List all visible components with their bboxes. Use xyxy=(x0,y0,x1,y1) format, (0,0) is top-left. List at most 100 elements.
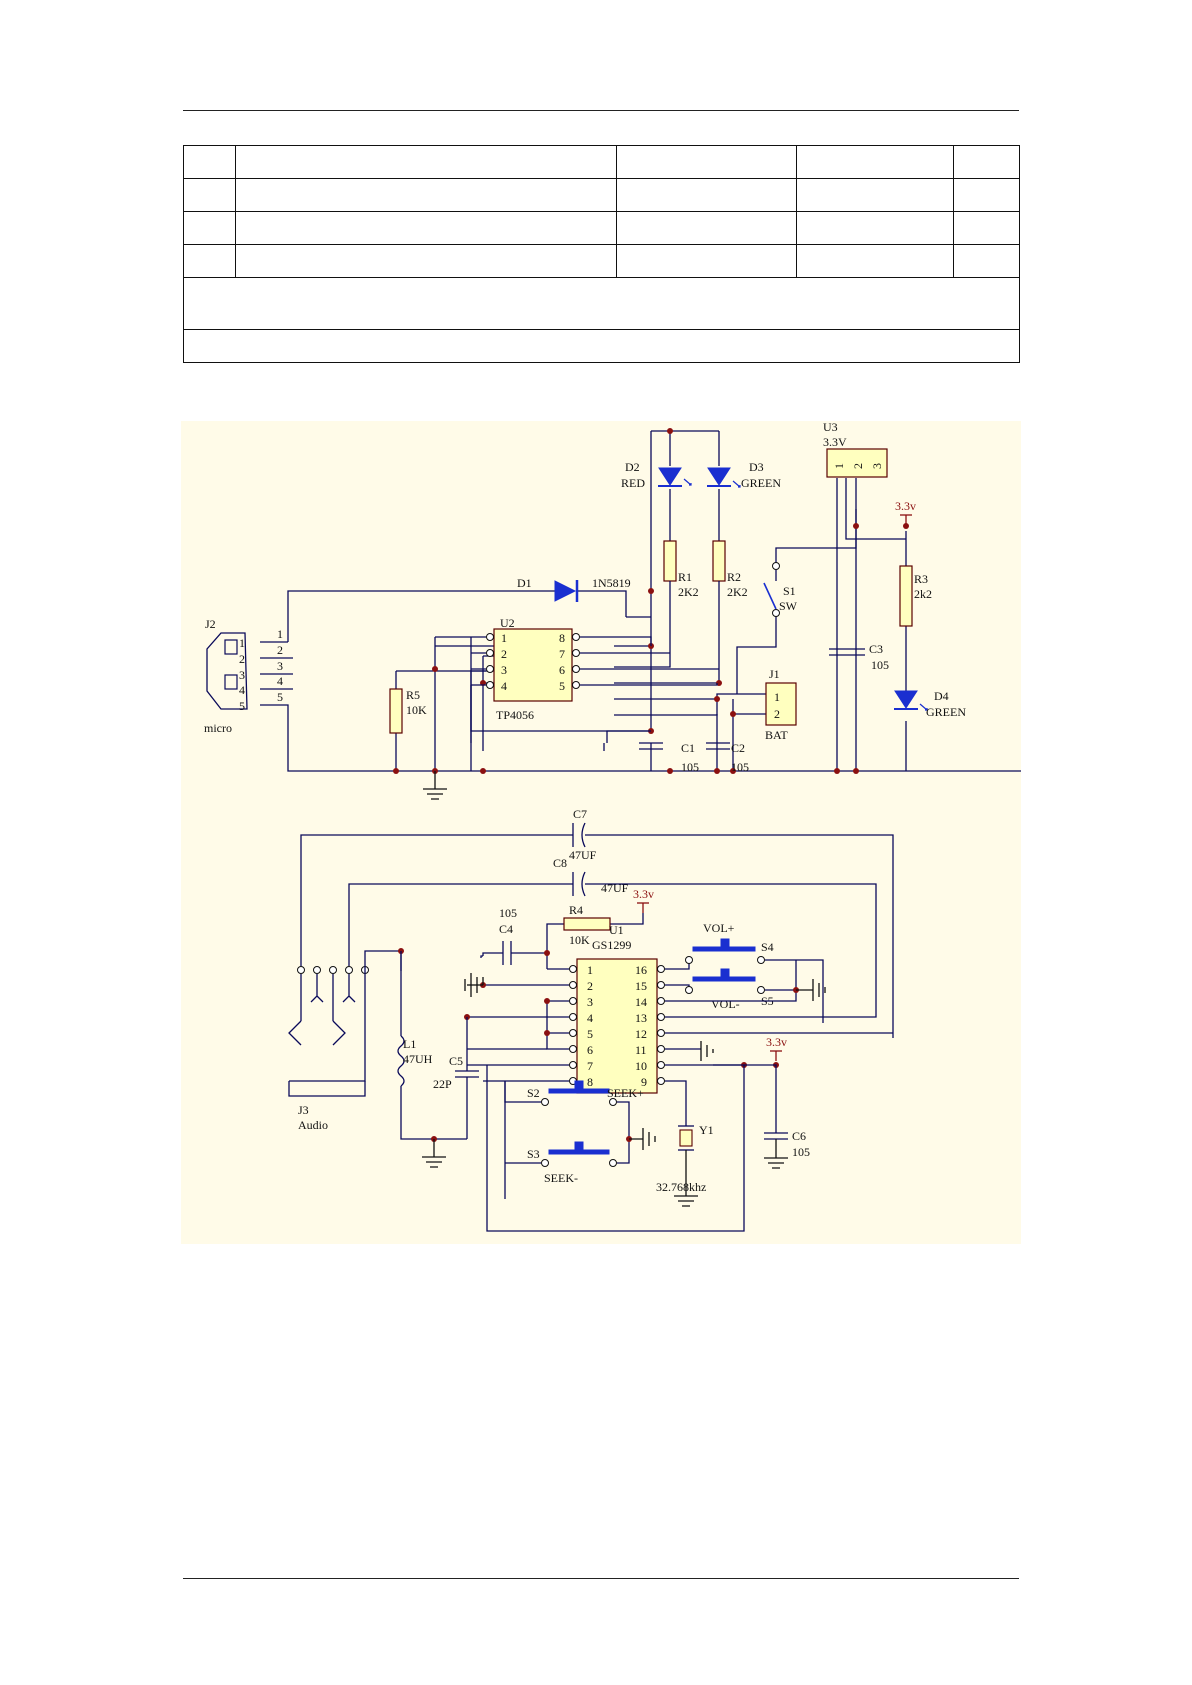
r2-resistor: R2 2K2 xyxy=(712,540,748,633)
table-cell xyxy=(235,178,617,212)
s4-vol-plus-switch: VOL+ S4 xyxy=(665,921,824,1023)
c7-ref: C7 xyxy=(573,807,587,821)
j2-net-label: 5 xyxy=(277,690,283,704)
u1-right-pins xyxy=(657,965,665,1085)
d4-led: D4 GREEN xyxy=(894,689,966,719)
table-cell xyxy=(953,145,1020,179)
header-rule xyxy=(183,110,1019,111)
u1-ref: U1 xyxy=(609,923,624,937)
j2-pin-label: 1 xyxy=(239,636,245,650)
c1-ref: C1 xyxy=(681,741,695,755)
u2-pin-label: 3 xyxy=(501,663,507,677)
r4-ref: R4 xyxy=(569,903,583,917)
table-cell xyxy=(183,211,236,245)
u1-pin-label: 10 xyxy=(635,1059,647,1073)
s5-value: VOL- xyxy=(711,997,740,1011)
c1-capacitor: C1 105 xyxy=(639,741,699,774)
u1-value: GS1299 xyxy=(592,938,631,952)
c4-value: 105 xyxy=(499,906,517,920)
r1-resistor: R1 2K2 xyxy=(663,540,699,633)
table-row xyxy=(183,244,1020,278)
table-cell xyxy=(796,244,954,278)
d3-ref: D3 xyxy=(749,460,764,474)
table-cell xyxy=(183,277,1020,330)
c4-ref: C4 xyxy=(499,922,513,936)
r3-resistor: R3 2k2 xyxy=(899,565,932,627)
j1-pin-label: 2 xyxy=(774,707,780,721)
j1-ref: J1 xyxy=(769,667,780,681)
j2-net-label: 1 xyxy=(277,627,283,641)
u3-pin-label: 2 xyxy=(851,463,865,469)
c2-capacitor: C2 105 xyxy=(706,741,749,774)
table-cell xyxy=(796,145,954,179)
d1-value: 1N5819 xyxy=(592,576,631,590)
d3-value: GREEN xyxy=(741,476,781,490)
s2-value: SEEK+ xyxy=(607,1086,644,1100)
vcc-top: 3.3v xyxy=(895,499,916,526)
l1-inductor: L1 47UH xyxy=(397,951,467,1140)
u1-pin-label: 2 xyxy=(587,979,593,993)
table-row xyxy=(183,211,1020,245)
u1-pin-label: 7 xyxy=(587,1059,593,1073)
u2-pin-label: 8 xyxy=(559,631,565,645)
r4-value: 10K xyxy=(569,933,590,947)
j2-micro-usb: J2 micro 1 2 3 4 5 1 2 3 4 5 xyxy=(204,617,283,735)
s1-ref: S1 xyxy=(783,584,796,598)
c2-value: 105 xyxy=(731,760,749,774)
u1-pin-label: 9 xyxy=(641,1075,647,1089)
c6-ref: C6 xyxy=(792,1129,806,1143)
u1-left-pins xyxy=(569,965,577,1085)
u2-tp4056: U2 TP4056 1 2 3 4 8 7 6 5 xyxy=(471,616,614,722)
u1-gs1299: U1 GS1299 1 2 3 4 5 6 7 8 16 15 14 13 12… xyxy=(569,923,665,1094)
c3-capacitor: C3 105 xyxy=(829,642,889,672)
r2-ref: R2 xyxy=(727,570,741,584)
u1-pin-label: 15 xyxy=(635,979,647,993)
s1-value: SW xyxy=(779,599,798,613)
j2-net-label: 3 xyxy=(277,659,283,673)
u2-pin-label: 5 xyxy=(559,679,565,693)
c3-ref: C3 xyxy=(869,642,883,656)
d4-value: GREEN xyxy=(926,705,966,719)
u1-pin-label: 1 xyxy=(587,963,593,977)
j3-ref: J3 xyxy=(298,1103,309,1117)
c5-ref: C5 xyxy=(449,1054,463,1068)
table-cell xyxy=(796,178,954,212)
table-row xyxy=(183,178,1020,212)
vcc-top-label: 3.3v xyxy=(895,499,916,513)
u1-pin-label: 11 xyxy=(635,1043,647,1057)
j2-net-label: 2 xyxy=(277,643,283,657)
y1-value: 32.768khz xyxy=(656,1180,706,1194)
s2-seek-plus-switch: S2 SEEK+ xyxy=(504,1080,644,1139)
c6-capacitor: C6 105 xyxy=(764,1129,810,1169)
table-cell xyxy=(183,329,1020,363)
y1-ref: Y1 xyxy=(699,1123,714,1137)
d1-ref: D1 xyxy=(517,576,532,590)
u3-regulator: U3 3.3V 1 2 3 xyxy=(823,421,888,478)
c5-value: 22P xyxy=(433,1077,452,1091)
vcc-right: 3.3v xyxy=(744,1035,787,1133)
u1-pin-label: 14 xyxy=(635,995,647,1009)
u1-pin-label: 4 xyxy=(587,1011,593,1025)
d1-diode: D1 1N5819 xyxy=(517,576,631,602)
table-cell xyxy=(953,178,1020,212)
table-cell xyxy=(616,244,797,278)
u3-value: 3.3V xyxy=(823,435,847,449)
j3-value: Audio xyxy=(298,1118,328,1132)
ground-symbol xyxy=(423,771,447,800)
j2-pin-label: 3 xyxy=(239,668,245,682)
u1-pin-label: 6 xyxy=(587,1043,593,1057)
r3-ref: R3 xyxy=(914,572,928,586)
j1-value: BAT xyxy=(765,728,788,742)
table-cell xyxy=(183,178,236,212)
c1-value: 105 xyxy=(681,760,699,774)
schematic-background xyxy=(181,421,1021,1244)
table-cell xyxy=(235,145,617,179)
s3-ref: S3 xyxy=(527,1147,540,1161)
u2-value: TP4056 xyxy=(496,708,534,722)
c3-value: 105 xyxy=(871,658,889,672)
table-cell xyxy=(616,145,797,179)
r1-value: 2K2 xyxy=(678,585,699,599)
u1-pin-label: 8 xyxy=(587,1075,593,1089)
u1-pin-label: 12 xyxy=(635,1027,647,1041)
s1-switch: S1 SW xyxy=(763,562,798,617)
